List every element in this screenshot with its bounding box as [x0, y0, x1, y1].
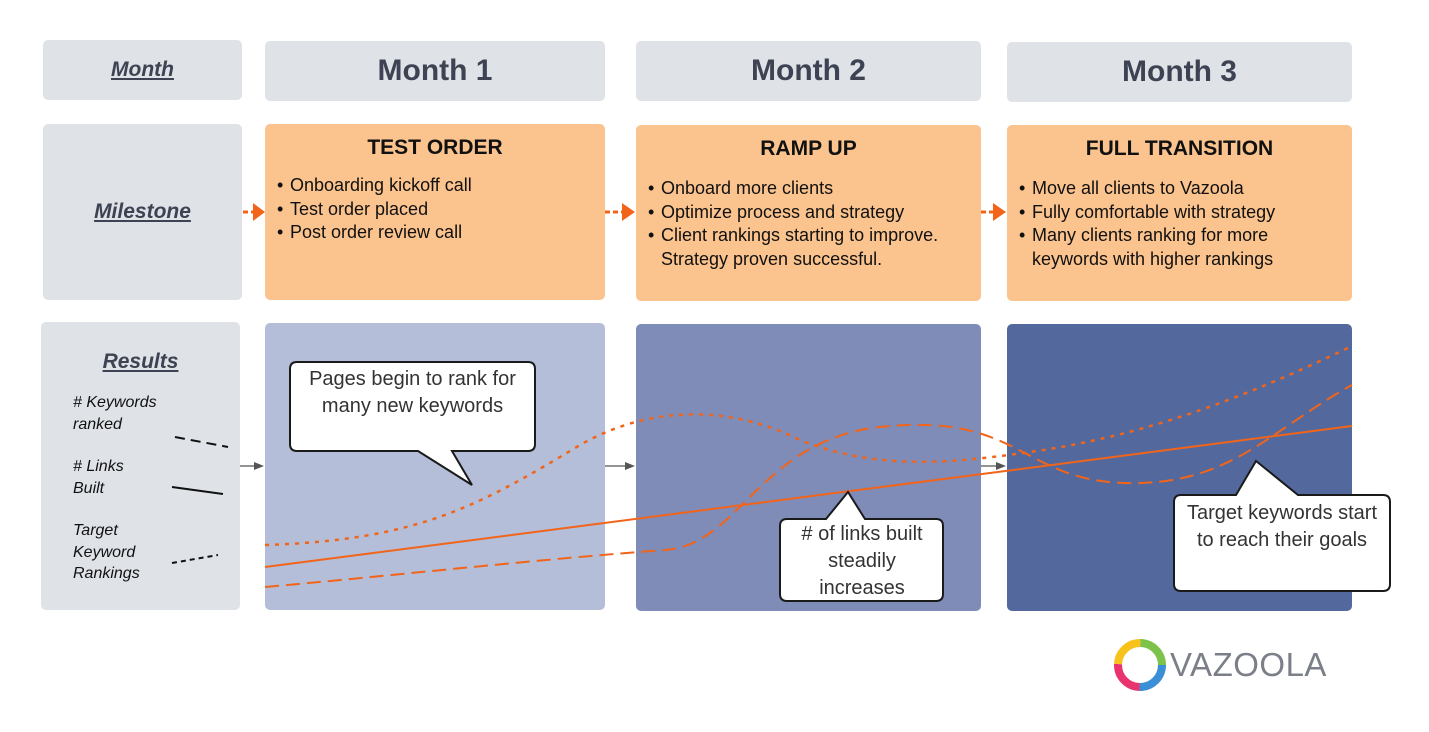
month-1-header: Month 1 — [265, 41, 605, 101]
milestone-arrow — [605, 203, 635, 221]
legend-swatch-short-dash — [171, 554, 219, 564]
callout-bubble-links-built — [779, 490, 944, 602]
callout-text-pages-rank: Pages begin to rank for many new keyword… — [309, 368, 516, 417]
target-rankings-curve — [264, 344, 1353, 547]
milestone-bullet: Test order placed — [275, 198, 597, 222]
legend-swatch-solid — [171, 486, 224, 495]
legend-label-target-keyword-rankings: Target Keyword Rankings — [73, 522, 140, 582]
legend-label-links-built: # Links Built — [73, 458, 124, 497]
milestone-bullet-list: Move all clients to Vazoola Fully comfor… — [1017, 177, 1344, 271]
milestone-arrow — [981, 203, 1006, 221]
legend-swatch-long-dash — [174, 436, 229, 448]
milestone-bullet: Client rankings starting to improve. Str… — [646, 224, 973, 271]
milestone-bullet: Post order review call — [275, 221, 597, 245]
milestone-bullet: Move all clients to Vazoola — [1017, 177, 1344, 201]
results-arrow — [240, 462, 264, 470]
milestone-bullet-list: Onboarding kickoff call Test order place… — [275, 174, 597, 245]
milestone-arrow — [243, 203, 265, 221]
milestone-row-label: Milestone — [43, 124, 242, 300]
month-1-label: Month 1 — [377, 54, 493, 87]
callout-text-links-built: # of links built steadily increases — [801, 523, 923, 599]
month-2-label: Month 2 — [751, 54, 866, 87]
callout-text-target-keywords: Target keywords start to reach their goa… — [1186, 502, 1378, 551]
callout-bubble-target-keywords — [1173, 459, 1391, 592]
vazoola-logo-text: VAZOOLA — [1170, 646, 1327, 683]
milestone-bullet: Onboarding kickoff call — [275, 174, 597, 198]
vazoola-logo-icon — [1114, 639, 1166, 691]
milestone-title: FULL TRANSITION — [1085, 137, 1274, 160]
month-3-label: Month 3 — [1122, 55, 1237, 88]
results-row-label-text: Results — [102, 350, 179, 373]
milestone-title: RAMP UP — [760, 137, 857, 160]
milestone-card-test-order: TEST ORDER Onboarding kickoff call Test … — [265, 124, 605, 300]
milestone-bullet: Optimize process and strategy — [646, 201, 973, 225]
results-arrow — [605, 462, 635, 470]
milestone-bullet: Fully comfortable with strategy — [1017, 201, 1344, 225]
milestone-bullet-list: Onboard more clients Optimize process an… — [646, 177, 973, 271]
month-row-label: Month — [43, 40, 242, 100]
milestone-bullet: Many clients ranking for more keywords w… — [1017, 224, 1344, 271]
milestone-row-label-text: Milestone — [94, 200, 191, 223]
results-row-label-box: Results — [41, 322, 240, 610]
milestone-bullet: Onboard more clients — [646, 177, 973, 201]
milestone-title: TEST ORDER — [367, 136, 503, 159]
legend-label-keywords-ranked: # Keywords ranked — [73, 394, 157, 433]
results-row-label: Results — [41, 350, 240, 374]
month-row-label-text: Month — [111, 58, 174, 81]
links-built-line — [264, 425, 1353, 568]
milestone-card-full-transition: FULL TRANSITION Move all clients to Vazo… — [1007, 125, 1352, 301]
callout-bubble-pages-rank — [289, 361, 536, 486]
month-3-header: Month 3 — [1007, 42, 1352, 102]
keywords-ranked-curve — [264, 384, 1353, 588]
month-2-header: Month 2 — [636, 41, 981, 101]
results-arrow — [981, 462, 1006, 470]
milestone-card-ramp-up: RAMP UP Onboard more clients Optimize pr… — [636, 125, 981, 301]
